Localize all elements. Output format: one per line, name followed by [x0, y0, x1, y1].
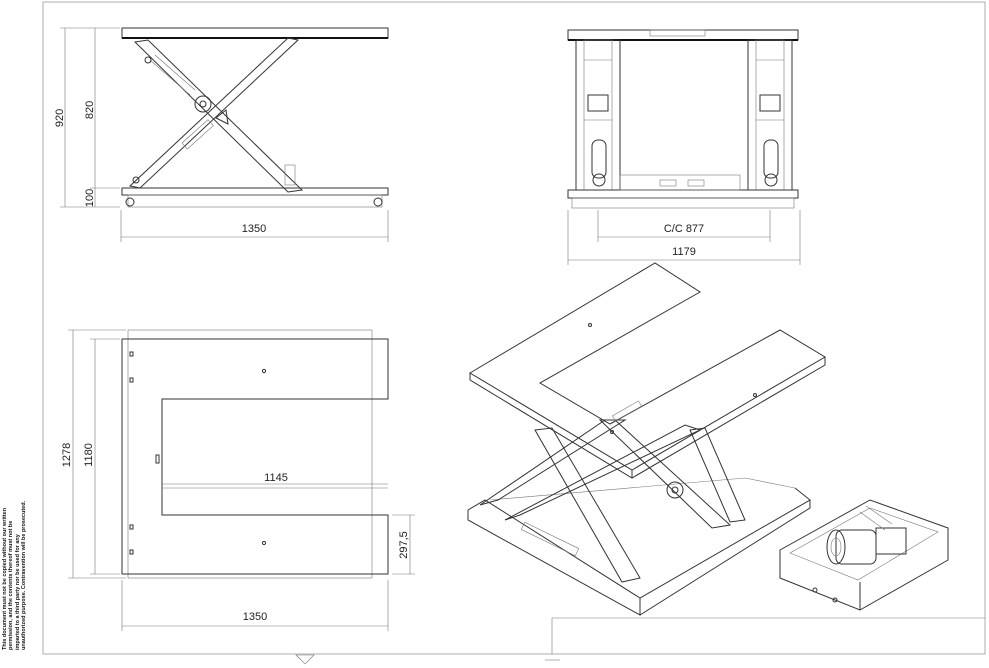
- side-view: 920 820 100 1350: [54, 27, 389, 242]
- side-platform: [121, 27, 389, 39]
- iso-power-unit-tray: [779, 499, 949, 611]
- dim-plan-length: 1350: [243, 611, 267, 623]
- dim-front-width: 1179: [672, 246, 696, 258]
- front-platform: [567, 29, 799, 41]
- dim-front-cc: C/C 877: [664, 223, 704, 235]
- front-right-column: [747, 39, 793, 191]
- dim-side-total-height: 920: [54, 109, 66, 127]
- iso-pump-block: [875, 527, 907, 555]
- iso-pivot-bolt: [666, 481, 684, 499]
- side-pivot-bolt: [194, 95, 212, 113]
- dim-side-scissor-height: 820: [84, 101, 96, 119]
- dim-side-base-height: 100: [84, 189, 96, 207]
- center-mark: [295, 654, 315, 665]
- dim-plan-depth-outer: 1278: [61, 443, 73, 467]
- front-base-frame: [567, 189, 799, 199]
- dim-plan-inner-length: 1145: [264, 472, 288, 484]
- iso-e-platform: [469, 262, 826, 471]
- sheet-border: [42, 1, 986, 655]
- side-scissor-arm-a: [133, 39, 304, 193]
- plan-base-outline: [127, 329, 373, 579]
- front-left-column: [575, 39, 621, 191]
- iso-scissor-arm: [534, 427, 641, 583]
- side-scissor-arm-b: [128, 37, 300, 189]
- side-base-frame: [121, 187, 389, 196]
- iso-base-frame: [467, 487, 811, 616]
- dim-side-length: 1350: [242, 223, 266, 235]
- copyright-disclaimer: This document must not be copied without…: [2, 500, 27, 650]
- isometric-view: [467, 262, 949, 616]
- dim-plan-arm-width: 297,5: [398, 531, 410, 559]
- front-view: C/C 877 1179: [567, 29, 801, 265]
- plan-e-platform: [121, 338, 389, 575]
- plan-view: 1278 1180 1145 297,5 1350: [61, 329, 415, 631]
- dim-plan-depth-inner: 1180: [83, 443, 95, 467]
